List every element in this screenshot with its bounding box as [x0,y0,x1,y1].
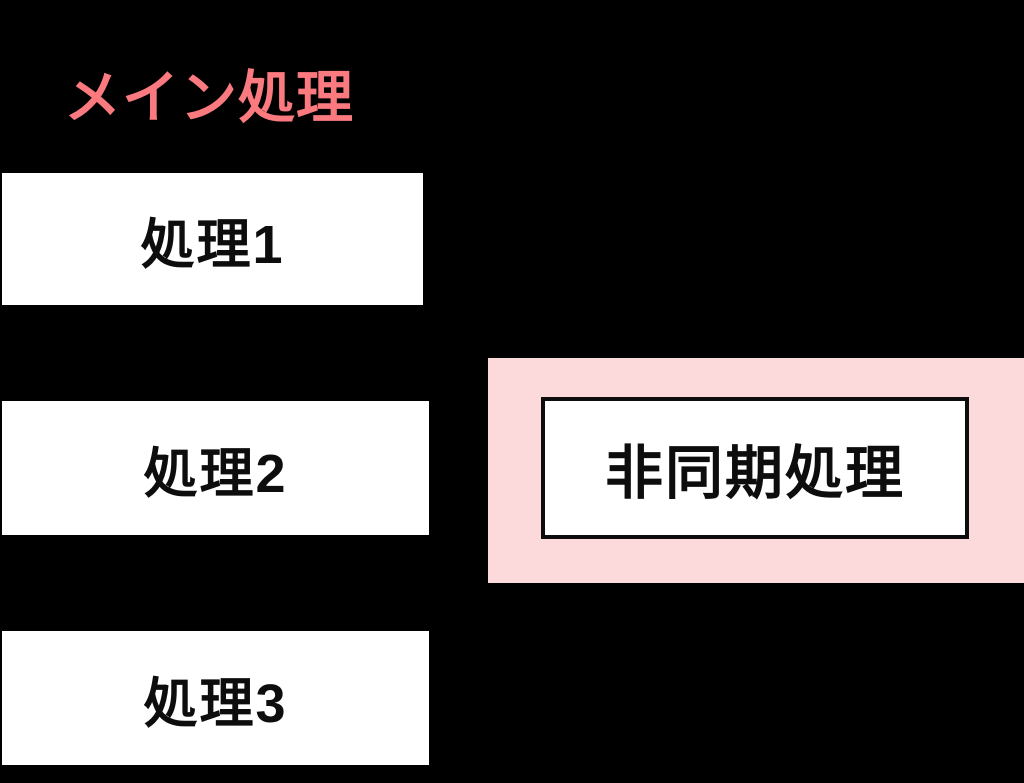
process-step-2-label: 処理2 [143,443,288,504]
process-step-box-2: 処理2 [2,401,429,535]
main-flow-title: メイン処理 [64,66,354,130]
async-process-label: 非同期処理 [604,441,905,506]
process-step-box-3: 処理3 [2,631,429,765]
async-panel: 非同期処理 [488,358,1024,583]
process-step-3-label: 処理3 [143,673,288,734]
process-step-1-label: 処理1 [140,214,285,275]
process-step-box-1: 処理1 [2,173,423,305]
async-process-box: 非同期処理 [541,397,969,539]
